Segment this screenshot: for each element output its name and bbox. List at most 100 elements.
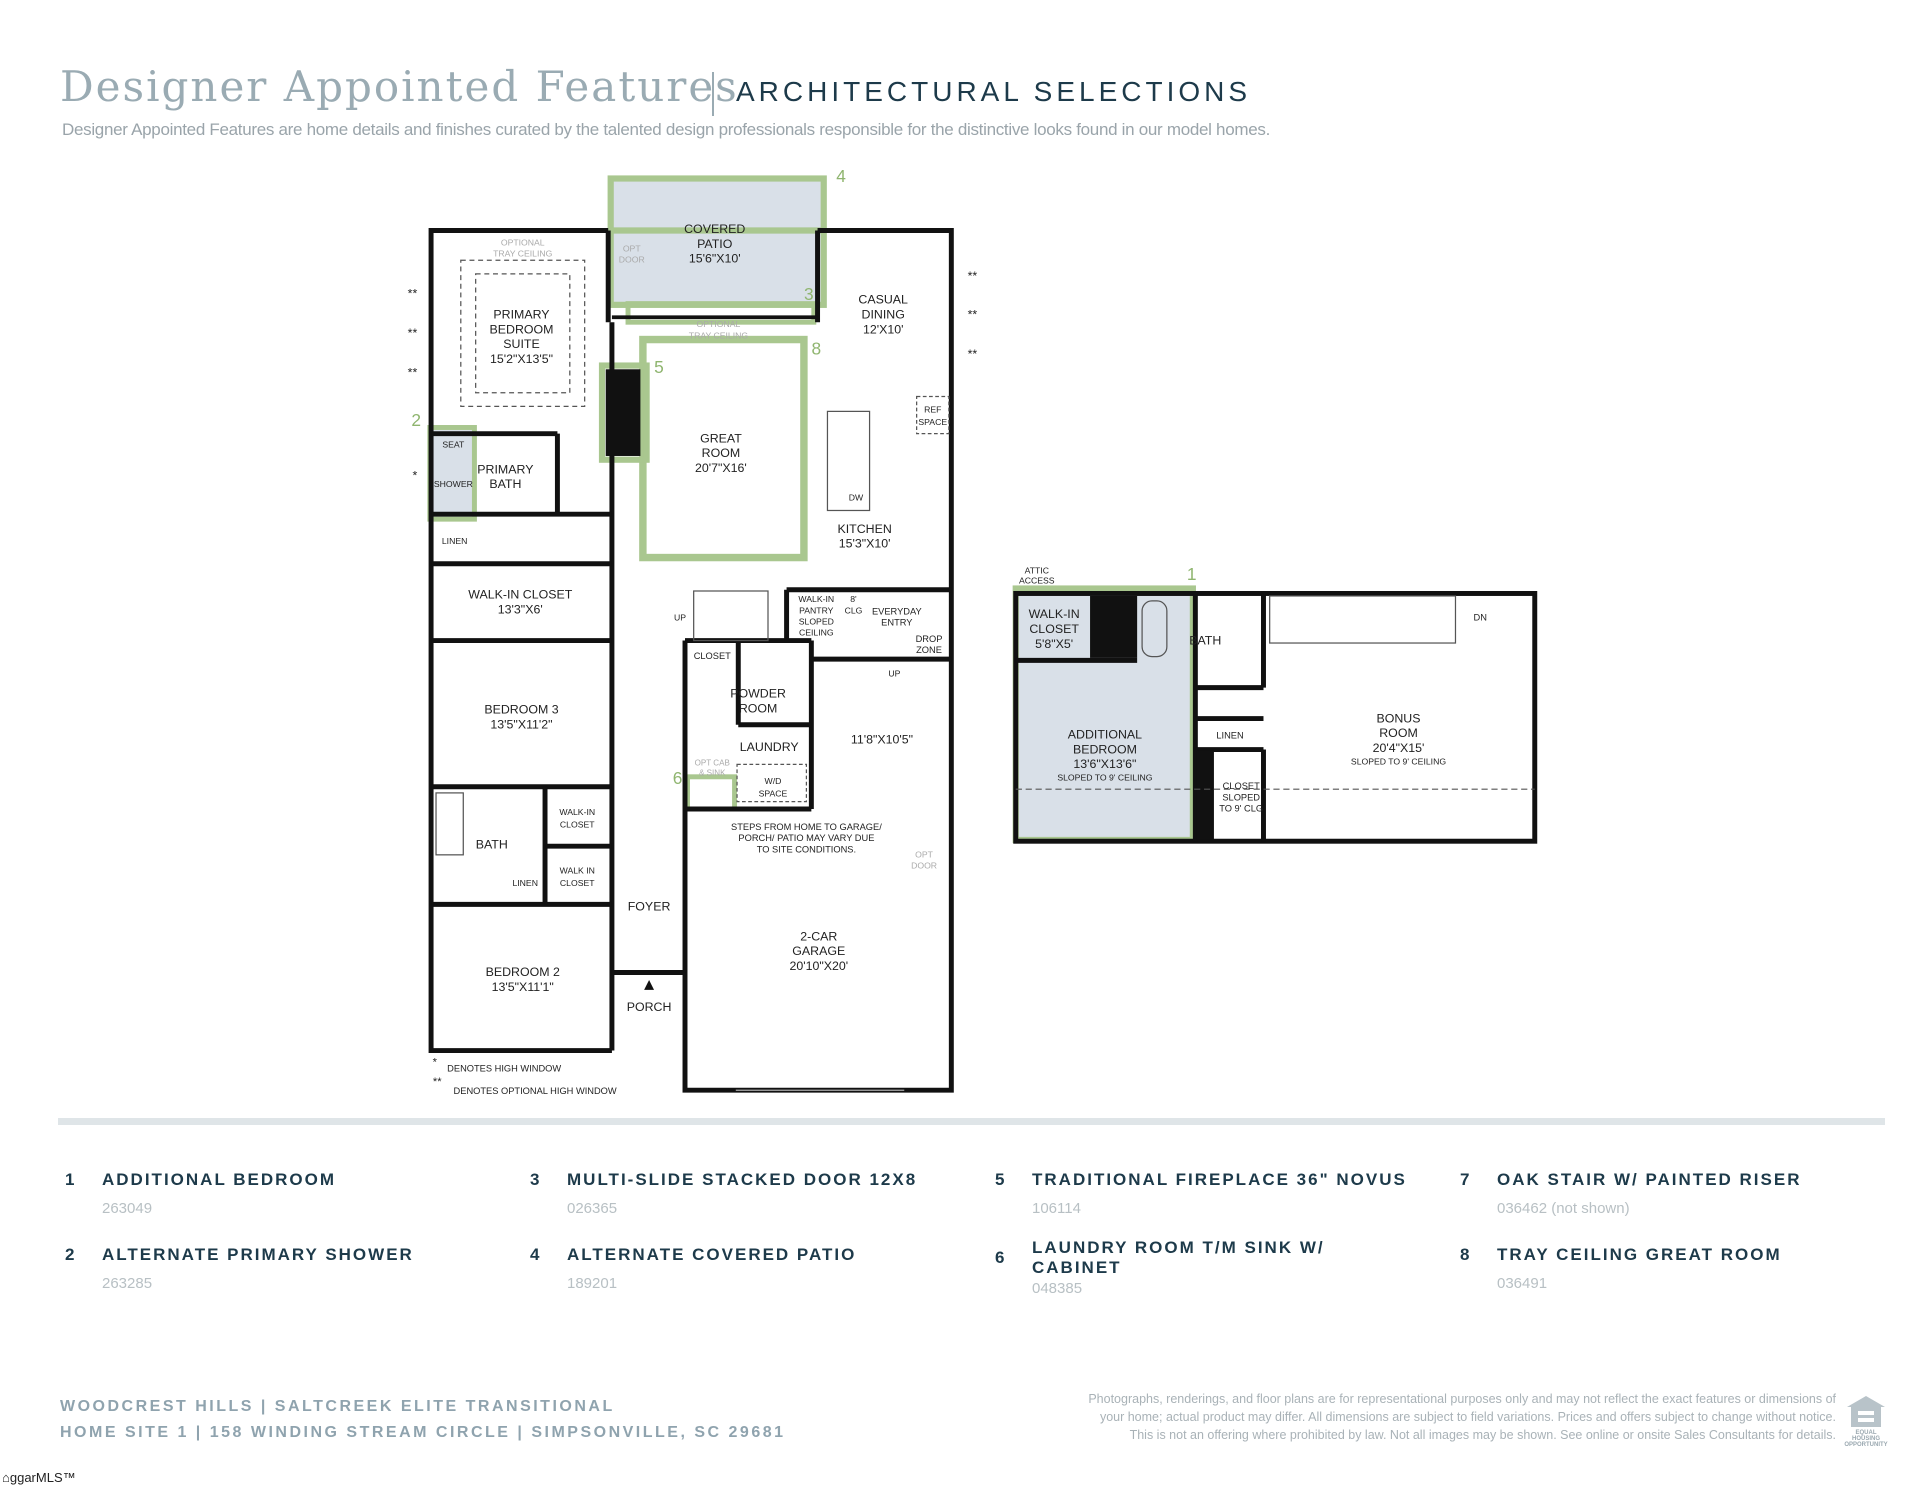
second-floor-fixtures xyxy=(1015,595,1535,790)
feature-code: 026365 xyxy=(567,1200,618,1217)
feature-code: 263049 xyxy=(102,1200,153,1217)
steps-note: STEPS FROM HOME TO GARAGE/PORCH/ PATIO M… xyxy=(731,822,882,854)
highlight-sink xyxy=(685,774,738,812)
second-floor-walls xyxy=(1013,590,1538,844)
feature-number: 7 xyxy=(1460,1170,1470,1189)
garage-up-label: UP xyxy=(888,668,900,678)
highlight-covered-patio xyxy=(607,175,827,308)
entry-arrow-icon xyxy=(644,979,655,990)
feature-number: 8 xyxy=(1460,1245,1470,1264)
disclaimer-line: This is not an offering where prohibited… xyxy=(1129,1428,1836,1442)
disclaimer-line: your home; actual product may differ. Al… xyxy=(1099,1410,1836,1424)
marker-8: 8 xyxy=(811,338,821,358)
house-icon: ⌂ xyxy=(2,1470,10,1485)
highlight-fireplace xyxy=(598,362,650,463)
disclaimer-line: Photographs, renderings, and floor plans… xyxy=(1088,1392,1836,1406)
room-bath: BATH xyxy=(476,838,508,852)
stair-dn-label: DN xyxy=(1474,613,1487,623)
feature-title: ALTERNATE PRIMARY SHOWER xyxy=(102,1245,414,1264)
room-closet: CLOSET xyxy=(694,651,731,661)
legend-mark: ** xyxy=(433,1076,442,1088)
window-mark: ** xyxy=(968,307,978,321)
mls-logo: ⌂ggarMLS™ xyxy=(2,1470,76,1485)
marker-2: 2 xyxy=(411,410,421,430)
feature-code: 263285 xyxy=(102,1275,153,1292)
page-description: Designer Appointed Features are home det… xyxy=(62,120,1271,139)
first-floor-fixtures xyxy=(435,259,950,1091)
marker-4: 4 xyxy=(836,166,846,186)
feature-title: OAK STAIR W/ PAINTED RISER xyxy=(1497,1170,1802,1189)
second-floor-chase xyxy=(1090,595,1138,658)
linen-label-2: LINEN xyxy=(1216,730,1243,740)
highlight-shower xyxy=(427,425,477,522)
room-laundry: LAUNDRY xyxy=(740,740,799,754)
marker-1: 1 xyxy=(1187,564,1197,584)
window-mark: ** xyxy=(408,326,418,340)
feature-code: 189201 xyxy=(567,1275,618,1292)
linen-label: LINEN xyxy=(442,536,468,546)
feature-title: MULTI-SLIDE STACKED DOOR 12X8 xyxy=(567,1170,918,1189)
feature-code: 048385 xyxy=(1032,1280,1083,1297)
legend-opt-high-window: DENOTES OPTIONAL HIGH WINDOW xyxy=(454,1086,617,1096)
feature-title: LAUNDRY ROOM T/M SINK W/ CABINET xyxy=(1032,1238,1325,1277)
feature-number: 6 xyxy=(995,1248,1005,1267)
disclaimer: Photographs, renderings, and floor plans… xyxy=(936,1390,1836,1444)
feature-number: 1 xyxy=(65,1170,75,1189)
feature-markers: 1 2 3 4 5 6 8 xyxy=(411,166,1196,788)
feature-code: 106114 xyxy=(1032,1200,1081,1217)
section-divider xyxy=(58,1118,1885,1125)
legend-high-window: DENOTES HIGH WINDOW xyxy=(447,1064,561,1074)
feature-title: TRADITIONAL FIREPLACE 36" NOVUS xyxy=(1032,1170,1407,1189)
room-foyer: FOYER xyxy=(628,900,671,914)
second-floor-wall-fill xyxy=(1196,750,1214,840)
window-mark: ** xyxy=(968,347,978,361)
mls-logo-text: ggarMLS™ xyxy=(9,1470,76,1485)
legend-mark: * xyxy=(433,1056,438,1068)
stair-up-label: UP xyxy=(674,613,686,623)
shower-label: SHOWER xyxy=(434,479,473,489)
equal-housing-text: EQUAL HOUSING OPPORTUNITY xyxy=(1844,1430,1888,1448)
marker-3: 3 xyxy=(804,284,814,304)
window-mark: ** xyxy=(408,366,418,380)
address-line: HOME SITE 1 | 158 WINDING STREAM CIRCLE … xyxy=(60,1424,786,1441)
fireplace-icon xyxy=(605,369,641,456)
feature-title: TRAY CEILING GREAT ROOM xyxy=(1497,1245,1782,1264)
window-mark: ** xyxy=(968,269,978,283)
feature-number: 5 xyxy=(995,1170,1005,1189)
marker-6: 6 xyxy=(673,768,683,788)
window-mark: ** xyxy=(408,286,418,300)
seat-label: SEAT xyxy=(442,439,465,449)
feature-number: 4 xyxy=(530,1245,540,1264)
page-subtitle: ARCHITECTURAL SELECTIONS xyxy=(736,76,1252,107)
equal-housing-logo: EQUAL HOUSING OPPORTUNITY xyxy=(1843,1393,1889,1448)
